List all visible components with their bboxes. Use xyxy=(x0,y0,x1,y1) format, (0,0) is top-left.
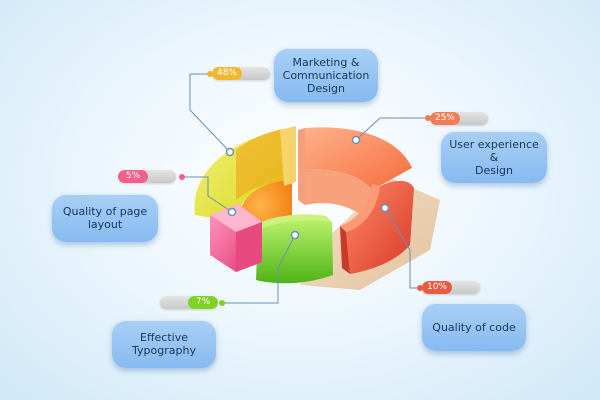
slice-label-marketing: Marketing & Communication Design xyxy=(282,55,370,95)
label-box-quality-of-page-layout: Quality of page layout xyxy=(52,194,158,242)
end-dot-user-experience xyxy=(425,115,431,121)
value-label-quality-of-code: 10% xyxy=(422,281,452,294)
label-box-effective-typography: Effective Typography xyxy=(112,320,216,368)
pill-marketing: 48% xyxy=(212,67,270,80)
value-label-effective-typography: 7% xyxy=(188,296,218,309)
slice-label-quality-of-code: Quality of code xyxy=(432,320,516,334)
label-box-user-experience: User experience & Design xyxy=(441,131,547,183)
slice-effective-typography xyxy=(256,214,333,284)
connector-quality-of-page-layout xyxy=(182,176,233,213)
slice-user-experience xyxy=(298,127,412,222)
value-label-user-experience: 25% xyxy=(430,112,460,125)
dot-effective-typography xyxy=(290,230,300,240)
dot-user-experience xyxy=(351,135,361,145)
label-box-quality-of-code: Quality of code xyxy=(422,303,526,351)
end-dot-marketing xyxy=(207,71,213,77)
slice-label-user-experience: User experience & Design xyxy=(449,137,539,177)
end-dot-quality-of-code xyxy=(417,285,423,291)
end-dot-quality-of-page-layout xyxy=(179,174,185,180)
slice-quality-of-code xyxy=(340,180,414,274)
slice-label-quality-of-page-layout: Quality of page layout xyxy=(62,205,148,231)
connector-lines xyxy=(182,73,428,304)
pill-quality-of-code: 10% xyxy=(422,281,480,294)
dot-marketing xyxy=(225,147,235,157)
pill-user-experience: 25% xyxy=(430,112,488,125)
end-dot-effective-typography xyxy=(219,300,225,306)
dot-quality-of-page-layout xyxy=(227,207,237,217)
slice-label-effective-typography: Effective Typography xyxy=(132,331,196,357)
connector-dots xyxy=(225,135,390,240)
dot-quality-of-code xyxy=(380,203,390,213)
connector-marketing xyxy=(189,73,231,153)
pill-effective-typography: 7% xyxy=(160,296,218,309)
connector-user-experience xyxy=(355,117,428,141)
pill-quality-of-page-layout: 5% xyxy=(118,170,176,183)
connector-quality-of-code xyxy=(384,207,420,289)
value-label-marketing: 48% xyxy=(212,67,242,80)
slice-quality-of-page-layout xyxy=(210,204,262,272)
connector-effective-typography xyxy=(222,234,296,304)
value-label-quality-of-page-layout: 5% xyxy=(118,170,148,183)
label-box-marketing: Marketing & Communication Design xyxy=(274,48,378,102)
pill-end-dots xyxy=(179,71,431,306)
